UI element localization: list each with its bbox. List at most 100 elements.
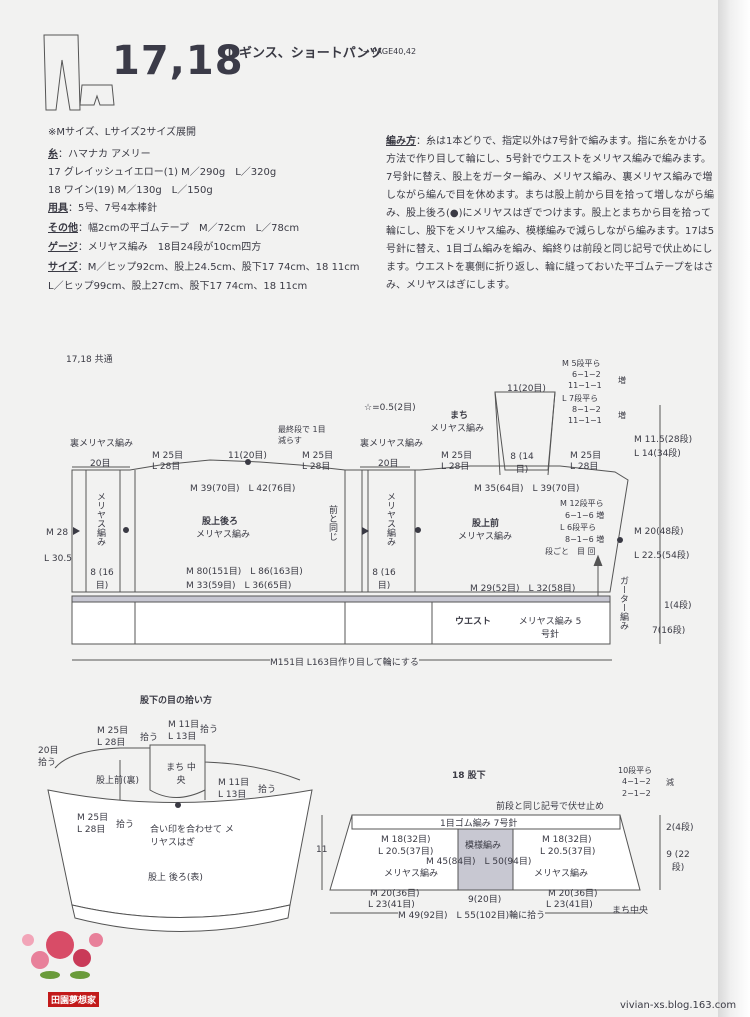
d1-ura-meriyasu2: 裏メリヤス編み bbox=[360, 439, 424, 449]
d2-m25: M 25目 bbox=[97, 726, 129, 736]
d1-r1: 1(4段) bbox=[664, 601, 692, 611]
d2-front-back: 股上前(裏) bbox=[96, 776, 140, 786]
d1-l28: L 28目 bbox=[152, 462, 181, 472]
spec-size: サイズ：M／ヒップ92cm、股上24.5cm、股下17 74cm、18 11cm bbox=[48, 262, 360, 273]
d3-r9: 9 (22段) bbox=[666, 850, 690, 873]
d1-l225: L 22.5(54段) bbox=[634, 551, 690, 561]
diagram3-heading: 18 股下 bbox=[452, 771, 486, 781]
d2-match: 合い印を合わせて メリヤスはぎ bbox=[150, 825, 234, 848]
d3-dec-c: 2−1−2 bbox=[622, 789, 651, 798]
d2-pick2: 拾う bbox=[200, 725, 219, 735]
page-gutter bbox=[718, 0, 750, 1017]
spec-tools: 用具：5号、7号4本棒針 bbox=[48, 203, 158, 214]
d1-l7: L 7段平ら bbox=[562, 394, 599, 403]
d1-dec-l: L 6段平ら bbox=[560, 523, 597, 532]
d2-l28b: L 28目 bbox=[77, 825, 106, 835]
d3-m49: M 49(92目) L 55(102目)輪に拾う bbox=[398, 908, 546, 921]
page-reference: → PAGE40,42 bbox=[363, 47, 417, 56]
d3-l23a: L 23(41目) bbox=[368, 900, 415, 910]
d3-m20a: M 20(36目) bbox=[370, 889, 420, 899]
d3-meriyasu-b: メリヤス編み bbox=[534, 869, 589, 879]
d3-r2: 2(4段) bbox=[666, 823, 694, 833]
spec-yarn-17: 17 グレイッシュイエロー(1) M／290g L／320g bbox=[48, 167, 277, 178]
pattern-number: 17,18 bbox=[112, 38, 244, 84]
d1-8st-machi: 8 (14目) bbox=[510, 452, 534, 475]
d3-m18a: M 18(32目) bbox=[381, 835, 431, 845]
d1-r7: 7(16段) bbox=[652, 626, 686, 636]
spec-yarn: 糸：ハマナカ アメリー bbox=[48, 149, 151, 160]
d3-machi-center: まち中央 bbox=[612, 906, 649, 916]
d1-l14: L 14(34段) bbox=[634, 449, 681, 459]
d1-inc-b: 11−1−1 bbox=[568, 381, 602, 390]
d3-meriyasu-a: メリヤス編み bbox=[384, 869, 439, 879]
d1-l28b: L 28目 bbox=[302, 462, 331, 472]
d1-machi-sub: メリヤス編み bbox=[430, 424, 485, 434]
d2-pick4: 拾う bbox=[258, 785, 277, 795]
d1-inc-d: 11−1−1 bbox=[568, 416, 602, 425]
d1-20st: 20目 bbox=[90, 459, 111, 469]
d1-m25c: M 25目 bbox=[441, 451, 473, 461]
d2-l28: L 28目 bbox=[97, 738, 126, 748]
d1-l28c: L 28目 bbox=[441, 462, 470, 472]
d1-dec-m2: 6−1−6 増 bbox=[565, 511, 605, 520]
d1-8st-b: 8 (16目) bbox=[372, 568, 396, 591]
diagram1-heading: 17,18 共通 bbox=[66, 355, 113, 365]
logo-text: 田園夢想家 bbox=[48, 992, 100, 1007]
d2-back-front: 股上 後ろ(表) bbox=[148, 873, 203, 883]
d1-m20: M 20(48段) bbox=[634, 527, 684, 537]
d1-star: ☆=0.5(2目) bbox=[364, 403, 416, 413]
d1-waist-sub: メリヤス編み 5号針 bbox=[518, 617, 582, 640]
d1-meriyasu-v1: メリヤス編み bbox=[95, 492, 105, 546]
d3-bind-off: 前段と同じ記号で伏せ止め bbox=[496, 802, 605, 812]
spec-sizes: ※Mサイズ、Lサイズ2サイズ展開 bbox=[48, 127, 197, 138]
d1-back-title: 股上後ろ bbox=[202, 517, 239, 527]
d3-h11: 11 bbox=[316, 845, 328, 855]
diagram2-heading: 股下の目の拾い方 bbox=[140, 696, 213, 706]
d3-dec-a: 10段平ら bbox=[618, 766, 653, 775]
d1-inc-label2: 増 bbox=[618, 411, 626, 420]
d1-front-title: 股上前 bbox=[472, 519, 500, 529]
d1-inc-c: 8−1−2 bbox=[572, 405, 601, 414]
d3-pattern: 模様編み bbox=[465, 841, 502, 851]
d1-h-l305: L 30.5 bbox=[44, 554, 72, 564]
d1-back-sub: メリヤス編み bbox=[196, 530, 251, 540]
d3-l23b: L 23(41目) bbox=[546, 900, 593, 910]
d1-cast-on: M151目 L163目作り目して輪にする bbox=[270, 655, 419, 668]
d1-inc-label: 増 bbox=[618, 376, 626, 385]
watermark: vivian-xs.blog.163.com bbox=[620, 1000, 737, 1011]
d1-same-front: 前と同じ bbox=[327, 505, 337, 541]
d3-dec: 減 bbox=[666, 778, 674, 787]
d1-m35: M 35(64目) L 39(70目) bbox=[474, 484, 580, 494]
d1-m115: M 11.5(28段) bbox=[634, 435, 693, 445]
d1-h-m28: M 28 bbox=[46, 528, 69, 538]
d1-m29: M 29(52目) L 32(58目) bbox=[470, 584, 576, 594]
d1-finalrow: 最終段で 1目減らす bbox=[278, 425, 326, 445]
d1-m5: M 5段平ら bbox=[562, 359, 601, 368]
d2-machi-center: まち 中央 bbox=[166, 763, 196, 786]
d1-waist: ウエスト bbox=[455, 617, 492, 627]
spec-other: その他：幅2cmの平ゴムテープ M／72cm L／78cm bbox=[48, 223, 300, 234]
d1-m33: M 33(59目) L 36(65目) bbox=[186, 581, 292, 591]
d2-pick3: 拾う bbox=[38, 758, 57, 768]
d1-m25b: M 25目 bbox=[302, 451, 334, 461]
d2-l13: L 13目 bbox=[168, 732, 197, 742]
d3-dec-b: 4−1−2 bbox=[622, 777, 651, 786]
d1-machi: まち bbox=[450, 411, 469, 421]
d3-m45: M 45(84目) L 50(94目) bbox=[426, 857, 532, 867]
d1-dec-l2: 8−1−6 増 bbox=[565, 535, 605, 544]
d2-m11b: M 11目 bbox=[218, 778, 250, 788]
d1-11st: 11(20目) bbox=[228, 451, 267, 461]
d2-20st: 20目 bbox=[38, 746, 59, 756]
d1-garter: ガーター編み bbox=[618, 576, 628, 630]
d2-pick1: 拾う bbox=[140, 733, 159, 743]
d2-pick5: 拾う bbox=[116, 820, 135, 830]
pattern-title: レギンス、ショートパンツ bbox=[226, 46, 383, 61]
d2-l13b: L 13目 bbox=[218, 790, 247, 800]
d3-l205a: L 20.5(37目) bbox=[378, 847, 434, 857]
spec-gauge: ゲージ：メリヤス編み 18目24段が10cm四方 bbox=[48, 242, 262, 253]
spec-size-l: L／ヒップ99cm、股上27cm、股下17 74cm、18 11cm bbox=[48, 281, 308, 292]
